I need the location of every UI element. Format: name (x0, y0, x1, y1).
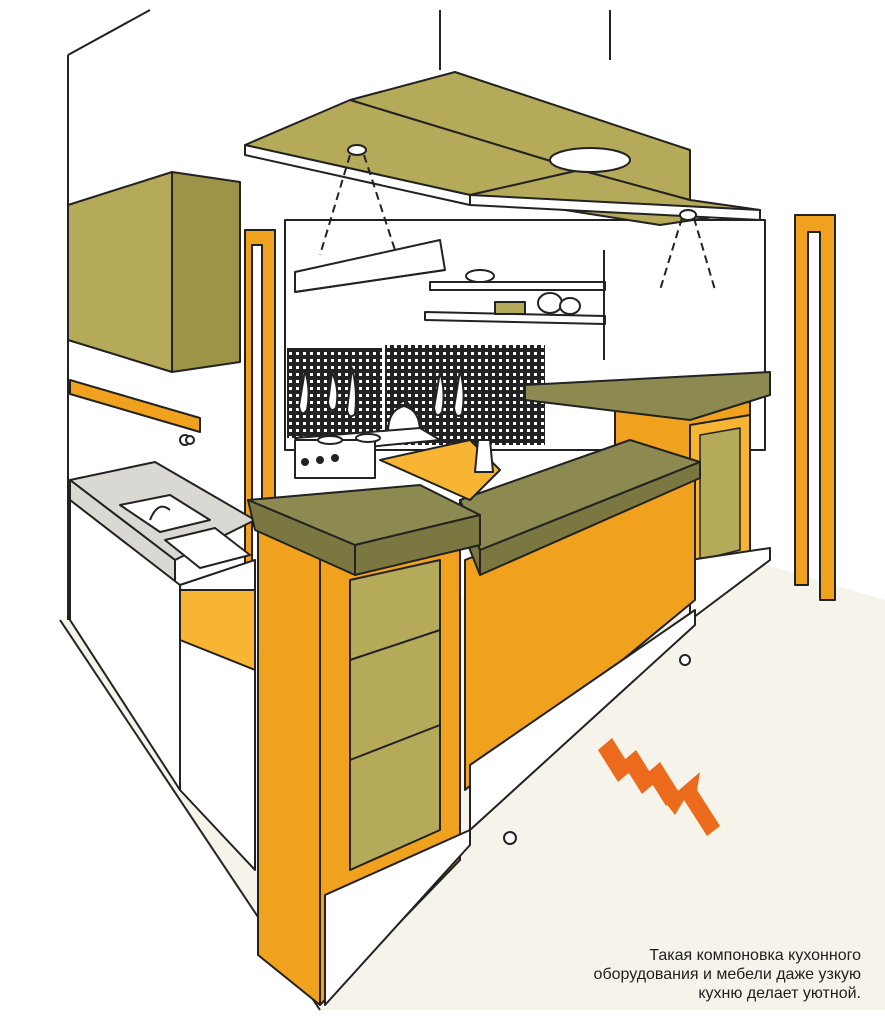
sink-counter (69, 461, 256, 591)
wall-cabinet (67, 171, 241, 373)
direction-arrow-icon (598, 738, 720, 836)
caster-wheels (185, 435, 691, 845)
doorway-right (794, 214, 836, 601)
front-cabinet (247, 484, 481, 1006)
caption: Такая компоновка кухонного оборудования … (501, 946, 861, 1003)
wall-rail (69, 379, 201, 446)
stove (294, 427, 441, 479)
hanging-utensils (298, 367, 465, 418)
ceiling-canopy (244, 71, 761, 226)
jug-icon (474, 439, 494, 473)
caption-line-2: оборудования и мебели даже узкую (593, 966, 861, 983)
kettle-icon (387, 400, 421, 433)
pendant-lamp-right (659, 209, 716, 291)
caption-line-3: кухню делает уютной. (698, 985, 861, 1002)
lower-cabinets (69, 499, 256, 871)
range-hood (294, 239, 446, 293)
inner-worktop (379, 439, 501, 501)
caption-line-1: Такая компоновка кухонного (649, 947, 861, 964)
wall-shelves (424, 250, 606, 360)
pendant-lamp-left (319, 144, 396, 256)
